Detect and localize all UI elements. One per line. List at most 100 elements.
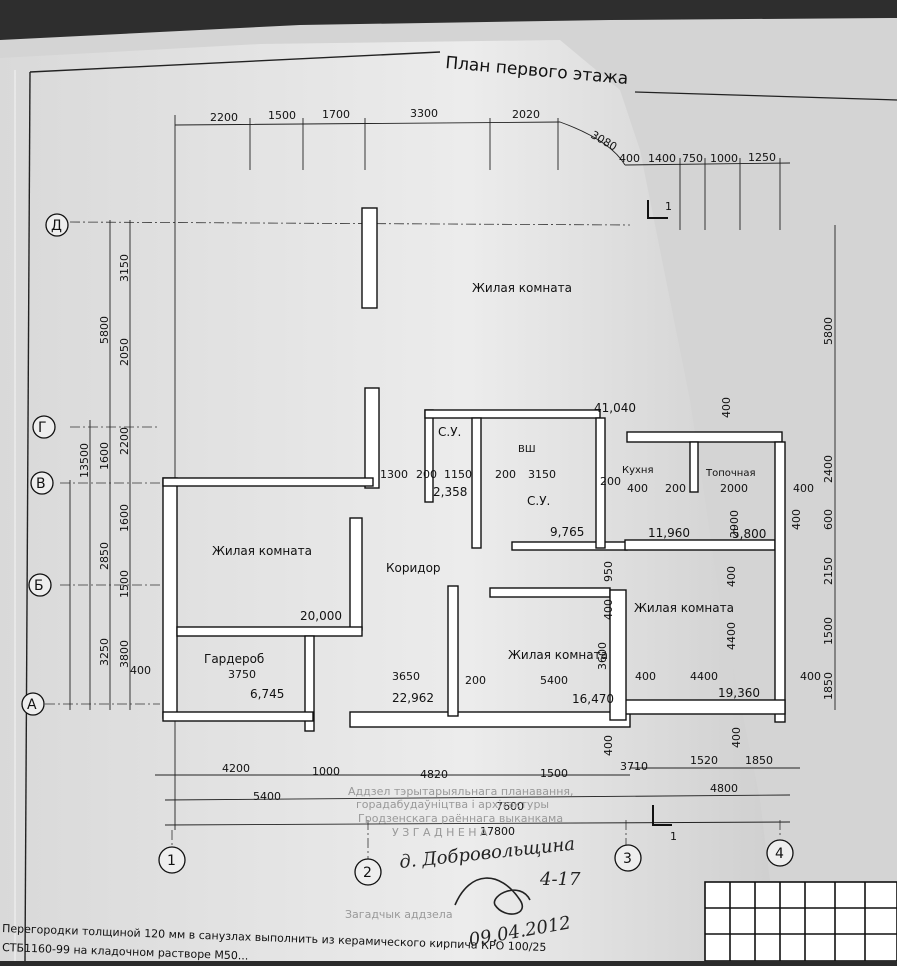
dim-left: 5800 <box>98 316 111 344</box>
wall-corridor-right <box>447 585 459 717</box>
wall-wc-bottom <box>511 541 628 551</box>
axis-label-2: 2 <box>363 865 372 881</box>
dimension-lines <box>69 115 836 830</box>
room-area: 2,358 <box>433 485 467 499</box>
axis-marker-1 <box>158 846 186 874</box>
dim-inner: 1150 <box>444 468 472 481</box>
stamp-line: У З Г А Д Н Е Н А <box>392 826 488 839</box>
approval-stamp: Аддзел тэрытарыяльнага планавання, горад… <box>345 785 574 921</box>
axis-label-4: 4 <box>775 846 784 862</box>
dim-left: 13500 <box>78 443 91 478</box>
annotation-area-total: 41,040 <box>594 401 636 415</box>
dim-inner: 400 <box>627 482 648 495</box>
stamp-line: горадабудаўніцтва і архітэктуры <box>356 798 549 811</box>
dim-bottom: 1500 <box>540 767 568 780</box>
axis-label-1: 1 <box>167 853 176 869</box>
dim-bottom: 7600 <box>496 800 524 813</box>
axis-marker-A <box>21 692 45 716</box>
axis-marker-3 <box>614 844 642 872</box>
wall-wc-right <box>595 417 606 549</box>
wall-living-top <box>489 587 611 598</box>
dim-top: 1500 <box>268 109 296 122</box>
axis-label-D: Д <box>51 218 62 234</box>
wall-a-left <box>162 711 314 722</box>
section-label-top: 1 <box>665 200 672 213</box>
stamp-footer: Загадчык аддзела <box>345 908 453 921</box>
front-page <box>0 40 780 961</box>
dim-inner: 400 <box>725 566 738 587</box>
dim-left: 1600 <box>118 504 131 532</box>
room-name: Жилая комната <box>634 601 734 615</box>
dim-inner: 4400 <box>690 670 718 683</box>
dim-inner: 400 <box>130 664 151 677</box>
dim-left: 3800 <box>118 640 131 668</box>
dim-top: 750 <box>682 152 703 165</box>
dim-bottom: 17800 <box>480 825 515 838</box>
wall-left-outer <box>162 477 178 719</box>
wall-a-mid <box>349 711 631 728</box>
wall-b-line <box>162 477 374 487</box>
dim-right: 600 <box>822 509 835 530</box>
dim-right: 1850 <box>822 672 835 700</box>
dim-bottom: 4800 <box>710 782 738 795</box>
axis-marker-G <box>32 415 56 439</box>
room-name: Коридор <box>386 561 441 575</box>
wall-top-left <box>361 207 378 309</box>
wall-corridor-left <box>349 517 363 631</box>
room-area: 19,360 <box>718 686 760 700</box>
wall-wc-top <box>424 409 601 419</box>
axis-label-3: 3 <box>623 851 632 867</box>
room-name: Жилая комната <box>472 281 572 295</box>
wall-a-right <box>624 699 786 715</box>
room-name: Топочная <box>705 468 755 479</box>
dim-inner: 3650 <box>392 670 420 683</box>
room-name: С.У. <box>527 494 550 508</box>
dim-bottom: 4200 <box>222 762 250 775</box>
dim-left: 2050 <box>118 338 131 366</box>
dim-bottom: 3710 <box>620 760 648 773</box>
dim-inner: 200 <box>600 475 621 488</box>
dim-top: 1000 <box>710 152 738 165</box>
room-area: 6,745 <box>250 687 284 701</box>
bottom-dimensions: 4200 1000 4820 1500 3710 1520 1850 5400 … <box>222 754 773 838</box>
interior-dimensions: 1300 200 1150 200 3150 200 400 200 2000 … <box>130 397 821 756</box>
room-area: 16,470 <box>572 692 614 706</box>
wall-living-right <box>609 589 627 721</box>
left-dimensions: 3150 2050 2200 1600 2850 1500 3800 5800 … <box>78 254 131 668</box>
axis-label-A: А <box>27 697 37 713</box>
room-name: Кухня <box>622 465 654 476</box>
dim-top: 2020 <box>512 108 540 121</box>
walls <box>162 207 786 732</box>
room-name: С.У. <box>438 425 461 439</box>
dim-left: 1600 <box>98 442 111 470</box>
dim-inner: 200 <box>495 468 516 481</box>
wall-wardrobe-top <box>176 626 363 637</box>
dim-inner: 200 <box>465 674 486 687</box>
dim-right: 2150 <box>822 557 835 585</box>
stamp-line: Аддзел тэрытарыяльнага планавання, <box>348 785 574 798</box>
dim-inner: 200 <box>416 468 437 481</box>
room-area: 5,800 <box>732 527 766 541</box>
dim-top: 1700 <box>322 108 350 121</box>
dim-bottom: 5400 <box>253 790 281 803</box>
dim-inner: 400 <box>800 670 821 683</box>
dim-inner: 200 <box>665 482 686 495</box>
dim-inner: 3150 <box>528 468 556 481</box>
axis-label-B: Б <box>34 578 44 594</box>
signature-date-short: 4-17 <box>539 869 581 890</box>
dim-right: 5800 <box>822 317 835 345</box>
wall-right-outer <box>774 441 786 723</box>
axis-marker-4 <box>766 839 794 867</box>
axis-label-V: В <box>36 476 46 492</box>
room-area: 22,962 <box>392 691 434 705</box>
signature-scribble <box>454 877 531 915</box>
dim-inner: 400 <box>730 727 743 748</box>
dim-top: 1400 <box>648 152 676 165</box>
dim-inner: 5400 <box>540 674 568 687</box>
dim-top: 2200 <box>210 111 238 124</box>
axis-marker-B <box>28 573 52 597</box>
dim-inner: 400 <box>635 670 656 683</box>
dim-inner: 400 <box>793 482 814 495</box>
room-area: 20,000 <box>300 609 342 623</box>
